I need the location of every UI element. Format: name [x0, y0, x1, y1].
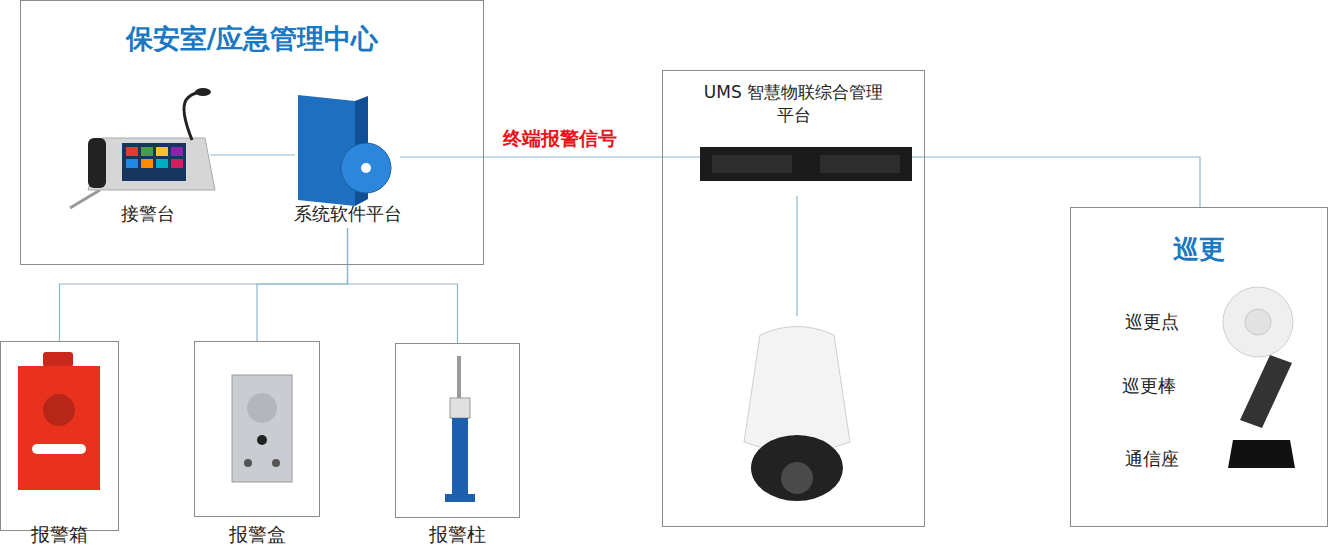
alarm-light — [43, 352, 73, 367]
connector-line — [60, 228, 348, 341]
camera-body — [744, 327, 850, 453]
speaker-grille — [43, 394, 75, 426]
platform-box: UMS 智慧物联综合管理平台 — [662, 70, 925, 527]
console-base — [88, 138, 215, 190]
connector-line — [210, 154, 295, 155]
wire — [662, 156, 700, 157]
alarm-panel-node: 报警盒 — [194, 341, 320, 517]
pole-head — [450, 398, 470, 418]
wire — [796, 196, 797, 316]
patrol-stick — [1240, 355, 1292, 428]
panel-button — [244, 459, 252, 467]
node-text: UMS 智慧物联综合管理平台 — [699, 81, 889, 127]
pole-mast — [457, 356, 461, 400]
console-illustration — [70, 88, 215, 208]
connector-line — [348, 228, 458, 343]
screen-tile — [171, 159, 183, 168]
screen-tile — [156, 147, 168, 156]
disc-hole — [361, 163, 371, 173]
patrol-illustration — [1223, 287, 1295, 468]
node-text: 保安室/应急管理中心 — [126, 21, 379, 57]
patrol-point-center — [1245, 309, 1271, 335]
camera-dome — [751, 435, 843, 501]
wire — [912, 156, 925, 157]
software-box-front — [298, 95, 355, 206]
connector — [400, 157, 662, 158]
node-text: 报警盒 — [229, 522, 286, 548]
connector — [925, 157, 1200, 207]
patrol-dock — [1228, 440, 1295, 468]
node-text: 报警箱 — [31, 522, 88, 548]
software-illustration — [298, 95, 391, 206]
speaker-grille — [247, 393, 277, 423]
node-text: 系统软件平台 — [294, 202, 402, 226]
room-box: 保安室/应急管理中心接警台 系统软件平台 — [20, 0, 484, 265]
console-screen — [122, 143, 186, 181]
software-disc — [341, 143, 391, 193]
camera-lens — [781, 462, 813, 494]
panel-body — [232, 375, 292, 482]
patrol-box: 巡更 — [1070, 207, 1328, 527]
alarm-pole-node: 报警柱 — [395, 343, 520, 518]
signal-label: 终端报警信号 — [503, 126, 617, 152]
item-label: 通信座 — [1125, 447, 1179, 471]
connector — [348, 228, 458, 343]
connector-line — [925, 157, 1200, 207]
node-text: 接警台 — [121, 202, 175, 226]
screen-tile — [141, 147, 153, 156]
connector-layer — [60, 155, 1201, 343]
alarm-panel-illustration — [232, 375, 292, 482]
alarm-pole-illustration — [445, 356, 475, 502]
software-node: 系统软件平台 — [295, 92, 400, 222]
patrol-point — [1223, 287, 1293, 357]
server-illustration — [662, 147, 925, 316]
panel-camera — [257, 435, 267, 445]
screen-tile — [171, 147, 183, 156]
handset — [88, 138, 106, 188]
connector-line — [257, 228, 348, 341]
item-label: 巡更棒 — [1122, 374, 1176, 398]
console-node: 接警台 — [85, 80, 210, 230]
gooseneck-mic — [184, 92, 200, 140]
connector-line — [400, 156, 662, 157]
mic-head — [195, 88, 211, 96]
pole-body — [452, 418, 468, 496]
call-button — [32, 444, 86, 454]
server-vent — [820, 155, 900, 173]
screen-tile — [156, 159, 168, 168]
node-text: 报警柱 — [429, 522, 486, 548]
connector — [210, 155, 295, 156]
alarm-box-illustration — [18, 352, 100, 490]
panel-button — [272, 459, 280, 467]
item-label: 巡更点 — [1125, 310, 1179, 334]
screen-tile — [141, 159, 153, 168]
connector — [60, 228, 348, 341]
alarm-box-body — [18, 366, 100, 490]
alarm-box-node: 报警箱 — [0, 341, 119, 531]
node-text: 巡更 — [1173, 232, 1225, 267]
screen-tile — [126, 159, 138, 168]
camera-illustration — [744, 327, 850, 502]
stand-leg — [70, 190, 100, 208]
connector — [257, 228, 348, 341]
server-vent — [712, 155, 792, 173]
server-chassis — [700, 147, 912, 181]
screen-tile — [126, 147, 138, 156]
pole-base — [445, 494, 475, 502]
